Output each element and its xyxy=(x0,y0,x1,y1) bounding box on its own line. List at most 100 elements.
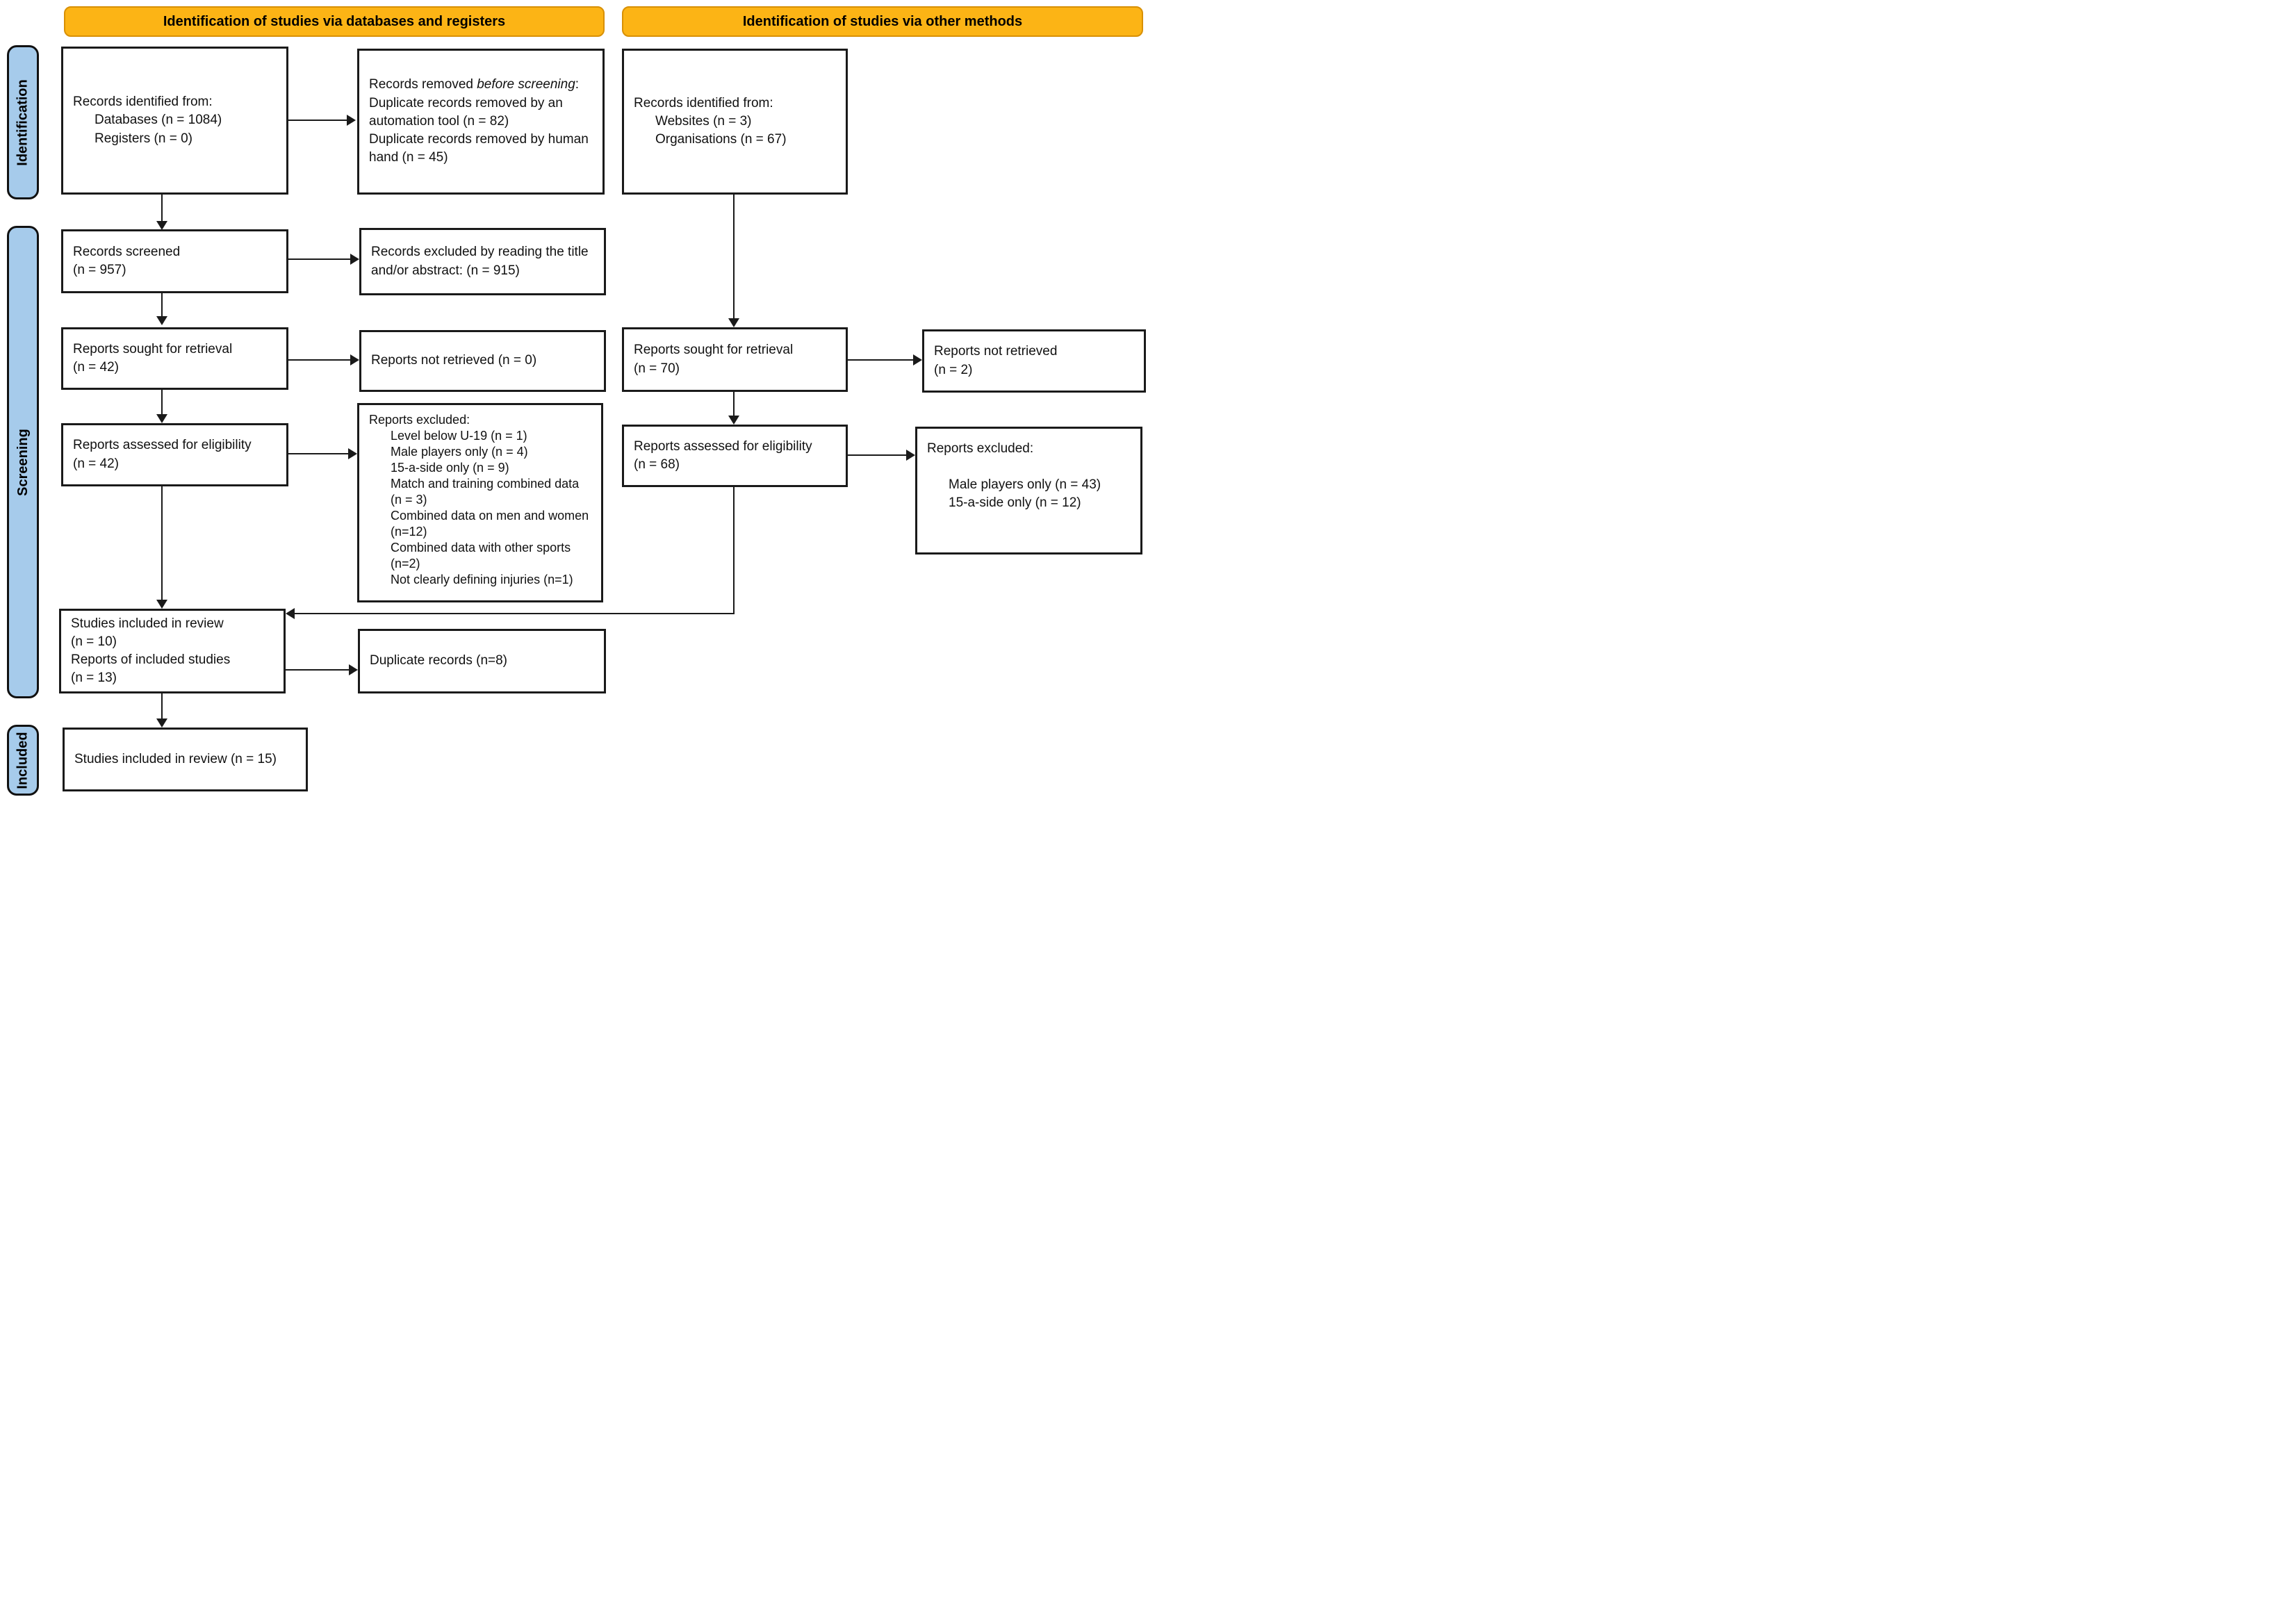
box-records-removed-before-screening: Records removed before screening: Duplic… xyxy=(357,49,605,195)
box-studies-included-review: Studies included in review (n = 10) Repo… xyxy=(59,609,286,693)
arrow-included-to-duplicates xyxy=(286,669,349,671)
arrow-screened-to-excluded xyxy=(288,258,350,260)
arrowhead-right-icon xyxy=(349,664,358,675)
box-reports-excluded-databases: Reports excluded: Level below U-19 (n = … xyxy=(357,403,603,602)
box-reports-not-retrieved-databases: Reports not retrieved (n = 0) xyxy=(359,330,606,392)
box-records-screened: Records screened (n = 957) xyxy=(61,229,288,293)
reports-excluded-title: Reports excluded: xyxy=(369,413,470,427)
records-screened-line: Records screened xyxy=(73,244,181,259)
reports-not-retrieved-text: Reports not retrieved (n = 0) xyxy=(371,353,537,368)
box-reports-assessed-databases: Reports assessed for eligibility (n = 42… xyxy=(61,423,288,486)
arrow-other-to-included xyxy=(295,613,735,614)
banner-other-methods: Identification of studies via other meth… xyxy=(622,6,1143,37)
arrowhead-right-icon xyxy=(347,115,356,126)
arrowhead-down-icon xyxy=(156,414,167,423)
arrowhead-right-icon xyxy=(348,448,357,459)
stage-screening: Screening xyxy=(7,226,39,698)
arrowhead-down-icon xyxy=(156,221,167,230)
box-reports-assessed-other: Reports assessed for eligibility (n = 68… xyxy=(622,425,848,487)
reports-assessed-line: (n = 42) xyxy=(73,456,120,471)
duplicate-records-text: Duplicate records (n=8) xyxy=(370,653,508,668)
box-records-identified-other: Records identified from: Websites (n = 3… xyxy=(622,49,848,195)
arrowhead-down-icon xyxy=(728,318,739,327)
arrow-assessed-to-excluded xyxy=(288,453,348,454)
box-records-excluded: Records excluded by reading the title an… xyxy=(359,228,606,295)
arrowhead-down-icon xyxy=(728,416,739,425)
reports-not-retrieved-other-line: Reports not retrieved xyxy=(934,344,1058,359)
box-duplicate-records: Duplicate records (n=8) xyxy=(358,629,606,693)
box-final-included: Studies included in review (n = 15) xyxy=(63,728,308,791)
arrow-included-to-final xyxy=(161,693,163,718)
arrow-sought-to-assessed xyxy=(161,390,163,414)
records-removed-title: Records removed before screening: xyxy=(369,76,593,94)
reports-sought-other-line: (n = 70) xyxy=(634,361,680,376)
studies-included-line: Studies included in review xyxy=(71,616,224,631)
stage-included: Included xyxy=(7,725,39,796)
reports-excluded-item: Not clearly defining injuries (n=1) xyxy=(391,573,573,587)
arrow-other-sought-to-not-retrieved xyxy=(848,359,913,361)
records-identified-title: Records identified from: xyxy=(73,95,213,110)
reports-excluded-other-title: Reports excluded: xyxy=(927,441,1034,456)
records-removed-item: Duplicate records removed by an automati… xyxy=(369,95,563,129)
studies-included-line: (n = 10) xyxy=(71,634,117,649)
box-reports-excluded-other: Reports excluded: Male players only (n =… xyxy=(915,427,1142,555)
studies-included-line: Reports of included studies xyxy=(71,652,231,667)
reports-excluded-item: Match and training combined data (n = 3) xyxy=(391,477,580,507)
records-removed-italic: before screening xyxy=(477,77,575,92)
arrowhead-left-icon xyxy=(286,608,295,619)
arrowhead-right-icon xyxy=(350,254,359,265)
stage-screening-label: Screening xyxy=(15,428,31,496)
stage-identification-label: Identification xyxy=(15,79,31,166)
records-removed-suffix: : xyxy=(575,77,580,92)
stage-included-label: Included xyxy=(15,731,31,789)
records-removed-item: Duplicate records removed by human hand … xyxy=(369,132,589,165)
records-screened-line: (n = 957) xyxy=(73,263,126,277)
reports-assessed-other-line: (n = 68) xyxy=(634,457,680,472)
arrow-identified-to-screened xyxy=(161,195,163,221)
arrow-identified-to-removed xyxy=(288,120,347,121)
records-identified-other-item: Organisations (n = 67) xyxy=(655,132,787,147)
records-identified-other-item: Websites (n = 3) xyxy=(655,113,752,129)
banner-other-label: Identification of studies via other meth… xyxy=(742,13,1023,29)
records-identified-other-title: Records identified from: xyxy=(634,95,773,110)
arrowhead-right-icon xyxy=(350,354,359,365)
box-reports-sought-other: Reports sought for retrieval (n = 70) xyxy=(622,327,848,392)
arrow-other-assessed-to-excluded xyxy=(848,454,906,456)
reports-assessed-other-line: Reports assessed for eligibility xyxy=(634,438,812,454)
arrow-sought-to-not-retrieved xyxy=(288,359,350,361)
records-removed-prefix: Records removed xyxy=(369,77,477,92)
arrow-assessed-to-included xyxy=(161,486,163,600)
reports-excluded-other-line: 15-a-side only (n = 12) xyxy=(949,495,1081,511)
arrow-other-sought-to-assessed xyxy=(733,392,735,416)
banner-databases-label: Identification of studies via databases … xyxy=(163,13,506,29)
reports-excluded-item: Combined data on men and women (n=12) xyxy=(391,509,589,539)
arrowhead-right-icon xyxy=(913,354,922,365)
reports-excluded-item: Level below U-19 (n = 1) xyxy=(391,429,527,443)
box-records-identified-databases: Records identified from: Databases (n = … xyxy=(61,47,288,195)
reports-sought-line: Reports sought for retrieval xyxy=(73,341,233,356)
studies-included-line: (n = 13) xyxy=(71,671,117,686)
reports-not-retrieved-other-line: (n = 2) xyxy=(934,362,973,377)
arrow-other-identified-to-sought xyxy=(733,195,735,318)
arrowhead-down-icon xyxy=(156,316,167,325)
arrowhead-down-icon xyxy=(156,718,167,728)
reports-assessed-line: Reports assessed for eligibility xyxy=(73,438,252,453)
arrow-screened-to-sought xyxy=(161,293,163,316)
box-reports-sought-databases: Reports sought for retrieval (n = 42) xyxy=(61,327,288,390)
records-excluded-text: Records excluded by reading the title an… xyxy=(371,245,589,278)
reports-excluded-item: Combined data with other sports (n=2) xyxy=(391,541,571,571)
prisma-flow-diagram: Identification of studies via databases … xyxy=(0,0,1148,805)
arrowhead-down-icon xyxy=(156,600,167,609)
reports-excluded-other-line: Male players only (n = 43) xyxy=(949,477,1101,493)
reports-excluded-other-item: Male players only (n = 43) 15-a-side onl… xyxy=(949,476,1131,512)
banner-databases-registers: Identification of studies via databases … xyxy=(64,6,605,37)
reports-excluded-item: Male players only (n = 4) xyxy=(391,445,528,459)
reports-excluded-item: 15-a-side only (n = 9) xyxy=(391,461,509,475)
arrow-other-assessed-down xyxy=(733,487,735,614)
final-included-text: Studies included in review (n = 15) xyxy=(74,751,277,766)
arrowhead-right-icon xyxy=(906,450,915,461)
reports-sought-line: (n = 42) xyxy=(73,360,120,375)
reports-sought-other-line: Reports sought for retrieval xyxy=(634,343,794,358)
stage-identification: Identification xyxy=(7,45,39,199)
records-identified-item: Databases (n = 1084) xyxy=(95,113,222,128)
